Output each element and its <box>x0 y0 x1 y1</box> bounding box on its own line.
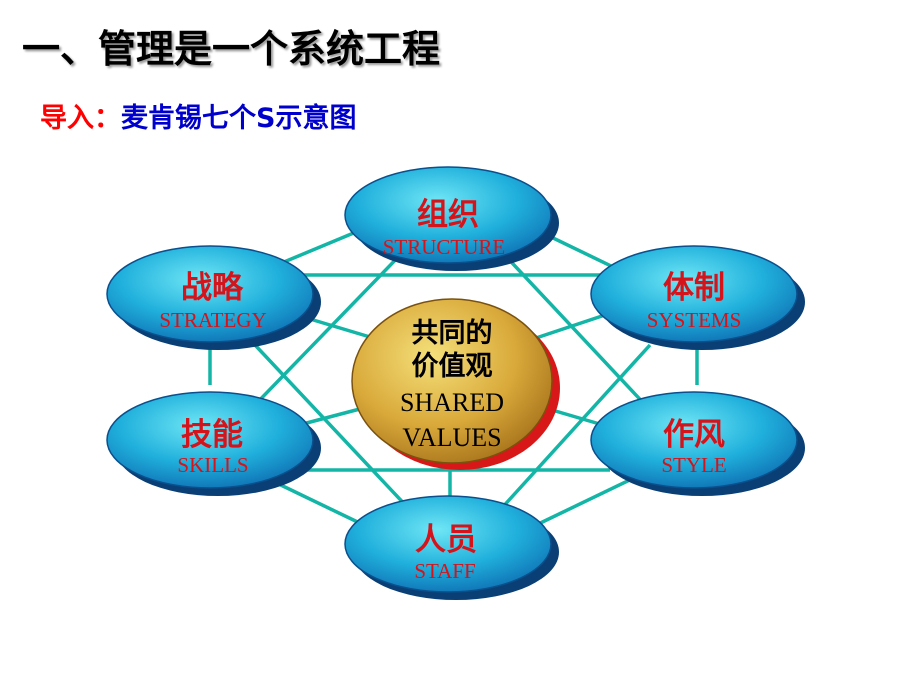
node-structure: 组织 STRUCTURE <box>344 166 559 271</box>
node-strategy: 战略 STRATEGY <box>106 245 321 350</box>
slide-subtitle: 导入：麦肯锡七个S示意图 <box>40 96 356 135</box>
node-staff-en: STAFF <box>414 559 475 583</box>
connector-systems-staff <box>498 343 652 512</box>
connector-style-staff <box>529 473 641 530</box>
center-node: 共同的 价值观 SHARED VALUES <box>351 298 560 470</box>
node-skills: 技能 SKILLS <box>106 391 321 496</box>
node-structure-en: STRUCTURE <box>383 235 506 259</box>
node-style-cn: 作风 <box>663 417 725 453</box>
node-strategy-en: STRATEGY <box>159 308 266 332</box>
node-staff: 人员 STAFF <box>344 495 559 600</box>
node-style-en: STYLE <box>661 453 726 477</box>
node-systems: 体制 SYSTEMS <box>590 245 805 350</box>
node-structure-cn: 组织 <box>417 197 479 233</box>
connector-structure-skills <box>248 248 407 412</box>
subtitle-lead: 导入： <box>40 103 121 134</box>
node-skills-cn: 技能 <box>181 417 243 453</box>
node-systems-cn: 体制 <box>663 270 725 306</box>
slide-title: 一、管理是一个系统工程 <box>22 27 441 71</box>
node-staff-fill <box>344 495 552 593</box>
node-staff-cn: 人员 <box>415 522 477 558</box>
node-skills-en: SKILLS <box>177 453 248 477</box>
center-cn-line2: 价值观 <box>412 351 493 382</box>
node-strategy-cn: 战略 <box>181 270 244 306</box>
connector-structure-style <box>498 248 652 412</box>
node-systems-en: SYSTEMS <box>647 308 742 332</box>
subtitle-rest: 麦肯锡七个S示意图 <box>121 103 357 134</box>
node-skills-fill <box>106 391 314 489</box>
node-style: 作风 STYLE <box>590 391 805 496</box>
node-strategy-fill <box>106 245 314 343</box>
node-style-fill <box>590 391 798 489</box>
center-node-fill <box>351 298 553 464</box>
node-structure-fill <box>344 166 552 264</box>
center-cn-line1: 共同的 <box>412 317 493 349</box>
center-en-line2: VALUES <box>402 423 501 452</box>
center-en-line1: SHARED <box>400 388 504 417</box>
connector-strategy-staff <box>253 343 412 512</box>
node-systems-fill <box>590 245 798 343</box>
